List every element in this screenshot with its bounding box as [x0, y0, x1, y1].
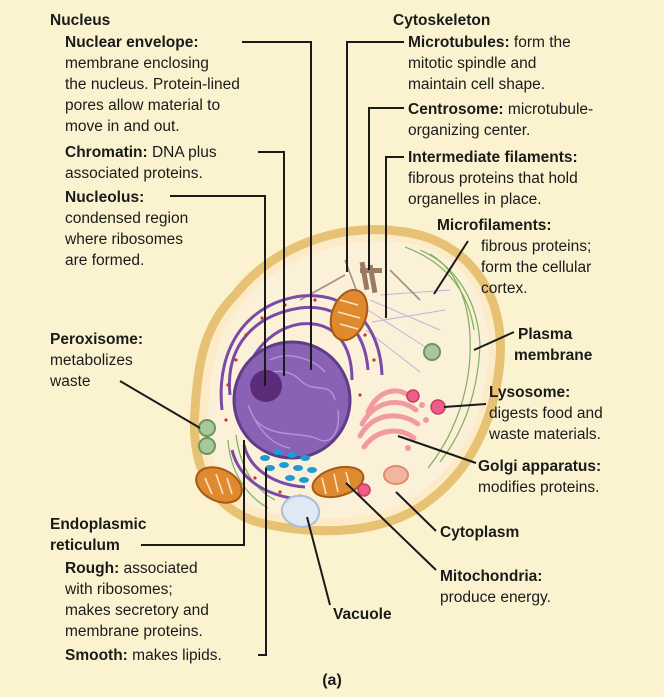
- microfilaments-desc-3: cortex.: [481, 280, 528, 297]
- er-title-1: Endoplasmic: [50, 516, 147, 533]
- nucleolus-term: Nucleolus:: [65, 189, 145, 206]
- centrosome-shape: [359, 261, 382, 294]
- centrosome-label: Centrosome: microtubule-: [408, 99, 593, 120]
- mitochondrion-bottom: [311, 465, 365, 499]
- vacuole-shape: [280, 494, 321, 528]
- microfilaments-term: Microfilaments:: [437, 217, 552, 234]
- leader-smooth: [258, 468, 267, 656]
- nuclear-envelope-term: Nuclear envelope:: [65, 34, 199, 51]
- microfilaments-desc-1: fibrous proteins;: [481, 238, 592, 255]
- cytoplasm-label: Cytoplasm: [440, 524, 520, 541]
- smooth-term: Smooth:: [65, 647, 128, 664]
- leader-lysosome: [443, 403, 487, 408]
- chromatin-label: Chromatin: DNA plus: [65, 142, 217, 163]
- nucleolus-desc-3: are formed.: [65, 252, 145, 269]
- nuclear-envelope-desc-1: membrane enclosing: [65, 55, 209, 72]
- plasma-membrane-label-2: membrane: [514, 347, 593, 364]
- intermediate-desc-1: fibrous proteins that hold: [408, 170, 578, 187]
- peroxisome-desc-2: waste: [50, 373, 91, 390]
- rough-desc-1: associated: [119, 560, 198, 577]
- vacuole-label: Vacuole: [333, 606, 392, 623]
- nuclear-envelope-desc-2: the nucleus. Protein-lined: [65, 76, 240, 93]
- smooth-desc: makes lipids.: [127, 647, 222, 664]
- panel-label: (a): [322, 672, 342, 689]
- nucleolus-desc-2: where ribosomes: [65, 231, 184, 248]
- leader-er: [141, 440, 245, 546]
- centrosome-term: Centrosome:: [408, 101, 504, 118]
- microfilaments-desc-2: form the cellular: [481, 259, 592, 276]
- leader-nuclear-envelope: [242, 41, 312, 370]
- intermediate-desc-2: organelles in place.: [408, 191, 542, 208]
- mitochondrion-left: [195, 466, 243, 504]
- golgi-vesicles: [405, 402, 429, 451]
- rough-label: Rough: associated: [65, 558, 198, 579]
- rough-desc-3: makes secretory and: [65, 602, 209, 619]
- smooth-er-shape: [260, 449, 317, 483]
- chromatin-shape: [247, 355, 340, 449]
- leader-intermediate: [385, 156, 404, 318]
- vesicle-shape: [383, 465, 409, 485]
- nucleolus-desc-1: condensed region: [65, 210, 189, 227]
- lysosome-shape-2: [406, 389, 420, 403]
- mitochondria-desc: produce energy.: [440, 589, 551, 606]
- rough-desc-4: membrane proteins.: [65, 623, 203, 640]
- microtubules-label: Microtubules: form the: [408, 32, 571, 53]
- chromatin-desc-1: DNA plus: [147, 144, 217, 161]
- leader-centrosome: [368, 107, 404, 270]
- microfilaments-shape: [227, 246, 481, 509]
- ribosome-dots: [224, 298, 376, 498]
- leader-mitochondria: [345, 482, 437, 571]
- chromatin-term: Chromatin:: [65, 144, 148, 161]
- peroxisome-shape-1: [198, 419, 216, 437]
- microtubules-desc-1: form the: [509, 34, 571, 51]
- leader-cytoplasm: [395, 491, 437, 532]
- leader-microfilaments: [433, 240, 469, 295]
- plasma-membrane-label-1: Plasma: [518, 326, 573, 343]
- leader-nucleolus: [170, 195, 266, 386]
- centrosome-desc-2: organizing center.: [408, 122, 531, 139]
- golgi-term: Golgi apparatus:: [478, 458, 602, 475]
- peroxisome-shape-2: [198, 437, 216, 455]
- lysosome-term: Lysosome:: [489, 384, 571, 401]
- smooth-label: Smooth: makes lipids.: [65, 645, 222, 666]
- lysosome-shape-3: [357, 483, 371, 497]
- leader-chromatin: [258, 151, 285, 376]
- lysosome-shape-1: [430, 399, 446, 415]
- nuclear-envelope-desc-4: move in and out.: [65, 118, 180, 135]
- lysosome-desc-2: waste materials.: [489, 426, 601, 443]
- golgi-desc: modifies proteins.: [478, 479, 600, 496]
- microtubules-desc-3: maintain cell shape.: [408, 76, 545, 93]
- rough-term: Rough:: [65, 560, 120, 577]
- rough-desc-2: with ribosomes;: [65, 581, 173, 598]
- nucleus-title: Nucleus: [50, 12, 111, 29]
- mitochondrion-top: [329, 288, 369, 342]
- golgi-shape: [357, 388, 421, 450]
- microtubules-desc-2: mitotic spindle and: [408, 55, 537, 72]
- cytoskeleton-title: Cytoskeleton: [393, 12, 491, 29]
- nuclear-envelope-desc-3: pores allow material to: [65, 97, 221, 114]
- intermediate-filaments-shape: [365, 289, 451, 373]
- nucleus-shape: [232, 340, 352, 460]
- microtubules-term: Microtubules:: [408, 34, 510, 51]
- intermediate-term: Intermediate filaments:: [408, 149, 578, 166]
- leader-lines: [119, 41, 515, 656]
- leader-golgi: [397, 435, 477, 464]
- peroxisome-shape-3: [423, 343, 441, 361]
- mitochondria-term: Mitochondria:: [440, 568, 543, 585]
- chromatin-desc-2: associated proteins.: [65, 165, 203, 182]
- leader-peroxisome: [119, 380, 201, 429]
- peroxisome-desc-1: metabolizes: [50, 352, 133, 369]
- centrosome-desc-1: microtubule-: [503, 101, 594, 118]
- peroxisome-term: Peroxisome:: [50, 331, 144, 348]
- er-title-2: reticulum: [50, 537, 120, 554]
- leader-microtubules: [346, 41, 404, 272]
- leader-vacuole: [306, 516, 331, 606]
- leader-plasma-membrane: [473, 331, 515, 351]
- lysosome-desc-1: digests food and: [489, 405, 603, 422]
